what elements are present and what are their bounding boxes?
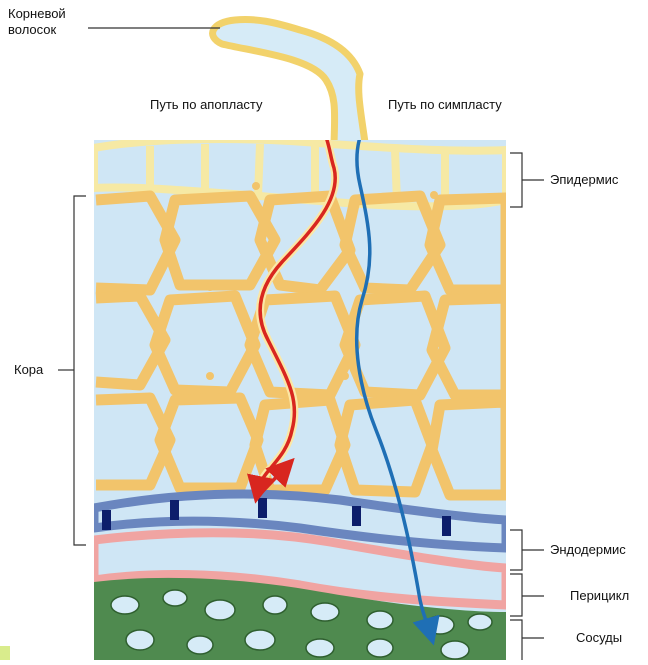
vessels-bracket [510, 620, 522, 660]
pericycle-bracket [510, 574, 522, 616]
pericycle-label: Перицикл [570, 588, 629, 604]
endodermis-label: Эндодермис [550, 542, 626, 558]
endodermis-bracket [510, 530, 522, 570]
apoplast-path-label: Путь по апопласту [150, 97, 263, 113]
epidermis-label: Эпидермис [550, 172, 618, 188]
epidermis-bracket [510, 153, 522, 207]
tissue-layers [94, 106, 506, 660]
symplast-path-label: Путь по симпласту [388, 97, 502, 113]
root-hair-label-line1: Корневой [8, 6, 66, 22]
corner-mark [0, 646, 10, 660]
root-hair [213, 19, 366, 150]
vessels-label: Сосуды [576, 630, 622, 646]
cortex-bracket [74, 196, 86, 545]
cortex-label: Кора [14, 362, 43, 378]
root-hair-label-line2: волосок [8, 22, 56, 38]
